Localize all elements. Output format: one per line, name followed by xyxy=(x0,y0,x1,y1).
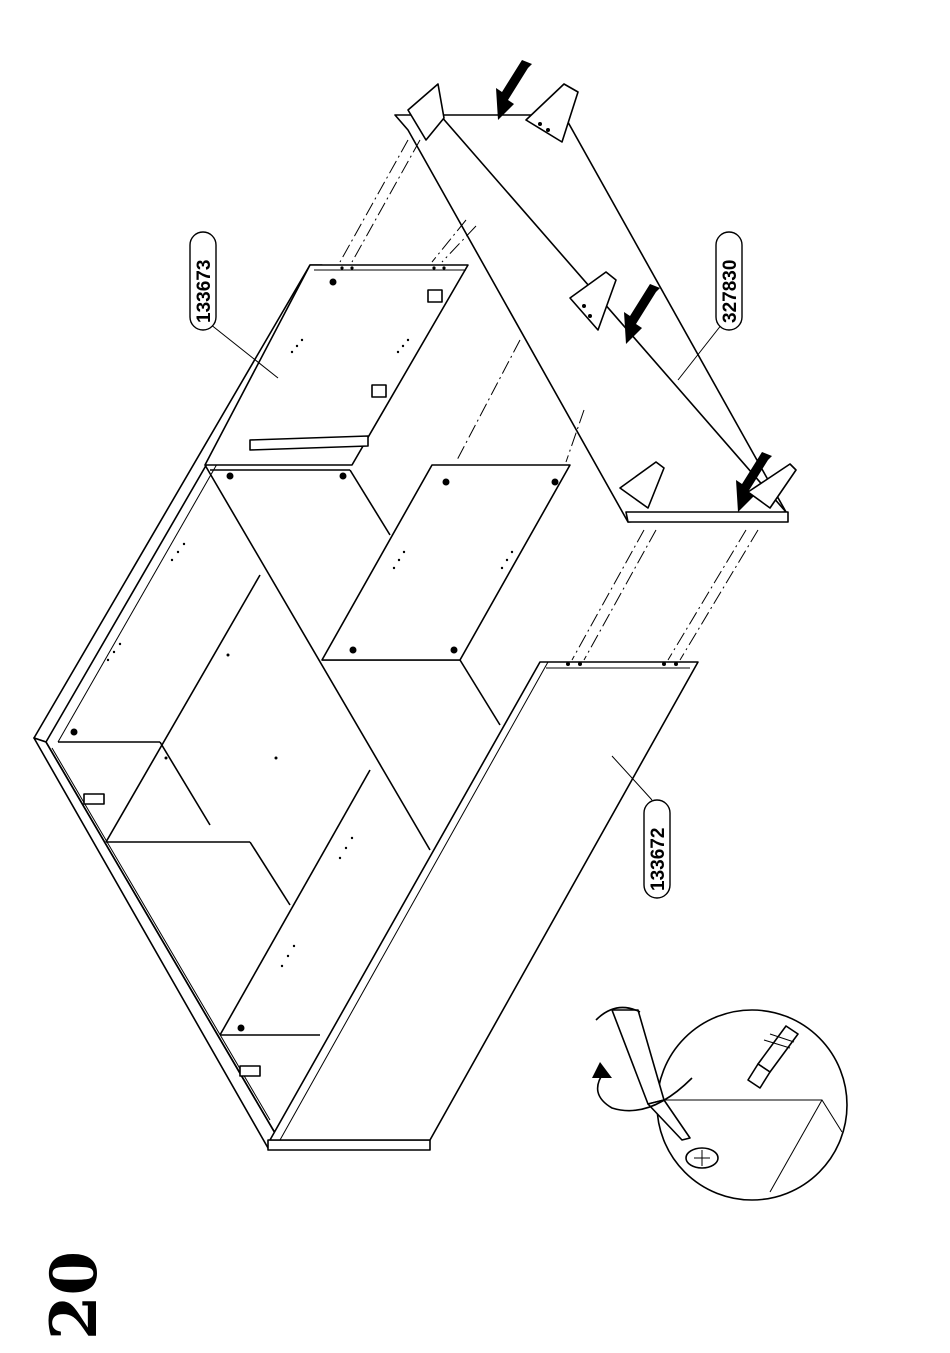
bottom-left-edge xyxy=(34,738,282,1148)
screwdriver-detail xyxy=(592,1008,847,1201)
part-number-text: 133672 xyxy=(648,828,669,891)
part-label-327830: 327830 xyxy=(678,232,742,380)
corner-bracket-icon xyxy=(84,794,260,1076)
part-number-text: 327830 xyxy=(720,260,741,323)
screwdriver-icon xyxy=(596,1008,690,1141)
bottom-front-board xyxy=(268,1140,430,1150)
part-number-text: 133673 xyxy=(194,260,215,323)
middle-shelf xyxy=(322,465,570,660)
screw-icon xyxy=(748,1026,798,1088)
cam-lock-icon xyxy=(686,1148,718,1168)
top-panel-133673 xyxy=(205,265,468,480)
step-number: 20 xyxy=(37,1251,112,1340)
